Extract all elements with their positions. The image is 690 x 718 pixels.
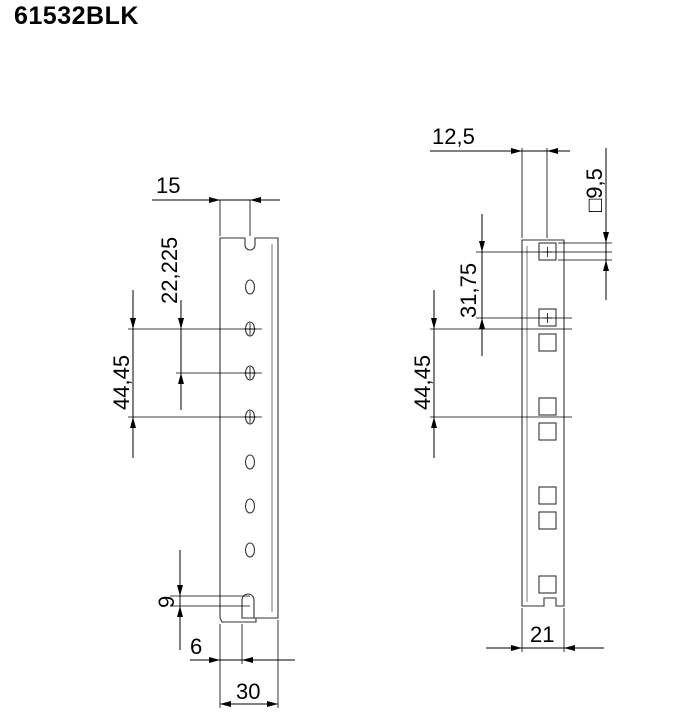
square-hole	[538, 333, 557, 352]
left-dim-15-label: 15	[156, 173, 180, 198]
right-dim-12-5-label: 12,5	[432, 124, 475, 149]
left-view: 15 22,225 44,45 9 6 30	[109, 173, 295, 708]
right-dim-21	[486, 645, 604, 651]
oval-hole	[244, 542, 256, 558]
right-dim-44-45-label: 44,45	[410, 355, 435, 410]
left-dim-9-label: 9	[154, 596, 179, 608]
right-dim-square-9-5-label: □9,5	[582, 168, 607, 212]
right-view: 12,5 □9,5 31,75 44,45 21	[410, 124, 612, 652]
right-dim-31-75-label: 31,75	[456, 263, 481, 318]
right-extension-lines	[430, 148, 612, 652]
left-dim-30-label: 30	[236, 679, 260, 704]
left-extension-lines	[128, 200, 279, 708]
square-hole	[538, 511, 557, 530]
left-dim-44-45	[130, 290, 136, 458]
square-hole	[538, 575, 557, 594]
left-dim-44-45-label: 44,45	[109, 355, 134, 410]
oval-hole	[244, 498, 256, 514]
oval-hole	[244, 454, 256, 470]
left-dim-22-225	[178, 300, 184, 410]
left-dim-6-label: 6	[190, 634, 202, 659]
oval-hole	[244, 279, 256, 295]
part-number-title: 61532BLK	[14, 2, 139, 30]
left-dim-22-225-label: 22,225	[157, 237, 182, 304]
right-dim-21-label: 21	[530, 622, 554, 647]
right-dim-12-5	[430, 148, 570, 154]
square-hole	[538, 486, 557, 505]
right-dim-31-75	[479, 214, 485, 356]
left-dim-30	[220, 701, 278, 707]
left-profile-outline	[219, 237, 279, 623]
square-hole	[538, 397, 557, 416]
square-hole	[538, 422, 557, 441]
left-dim-6	[190, 657, 295, 663]
right-square-holes	[538, 242, 557, 594]
left-dim-9	[177, 550, 183, 650]
right-dim-44-45	[431, 290, 437, 458]
left-dim-15	[152, 197, 280, 203]
right-dim-square-9-5	[603, 148, 609, 300]
